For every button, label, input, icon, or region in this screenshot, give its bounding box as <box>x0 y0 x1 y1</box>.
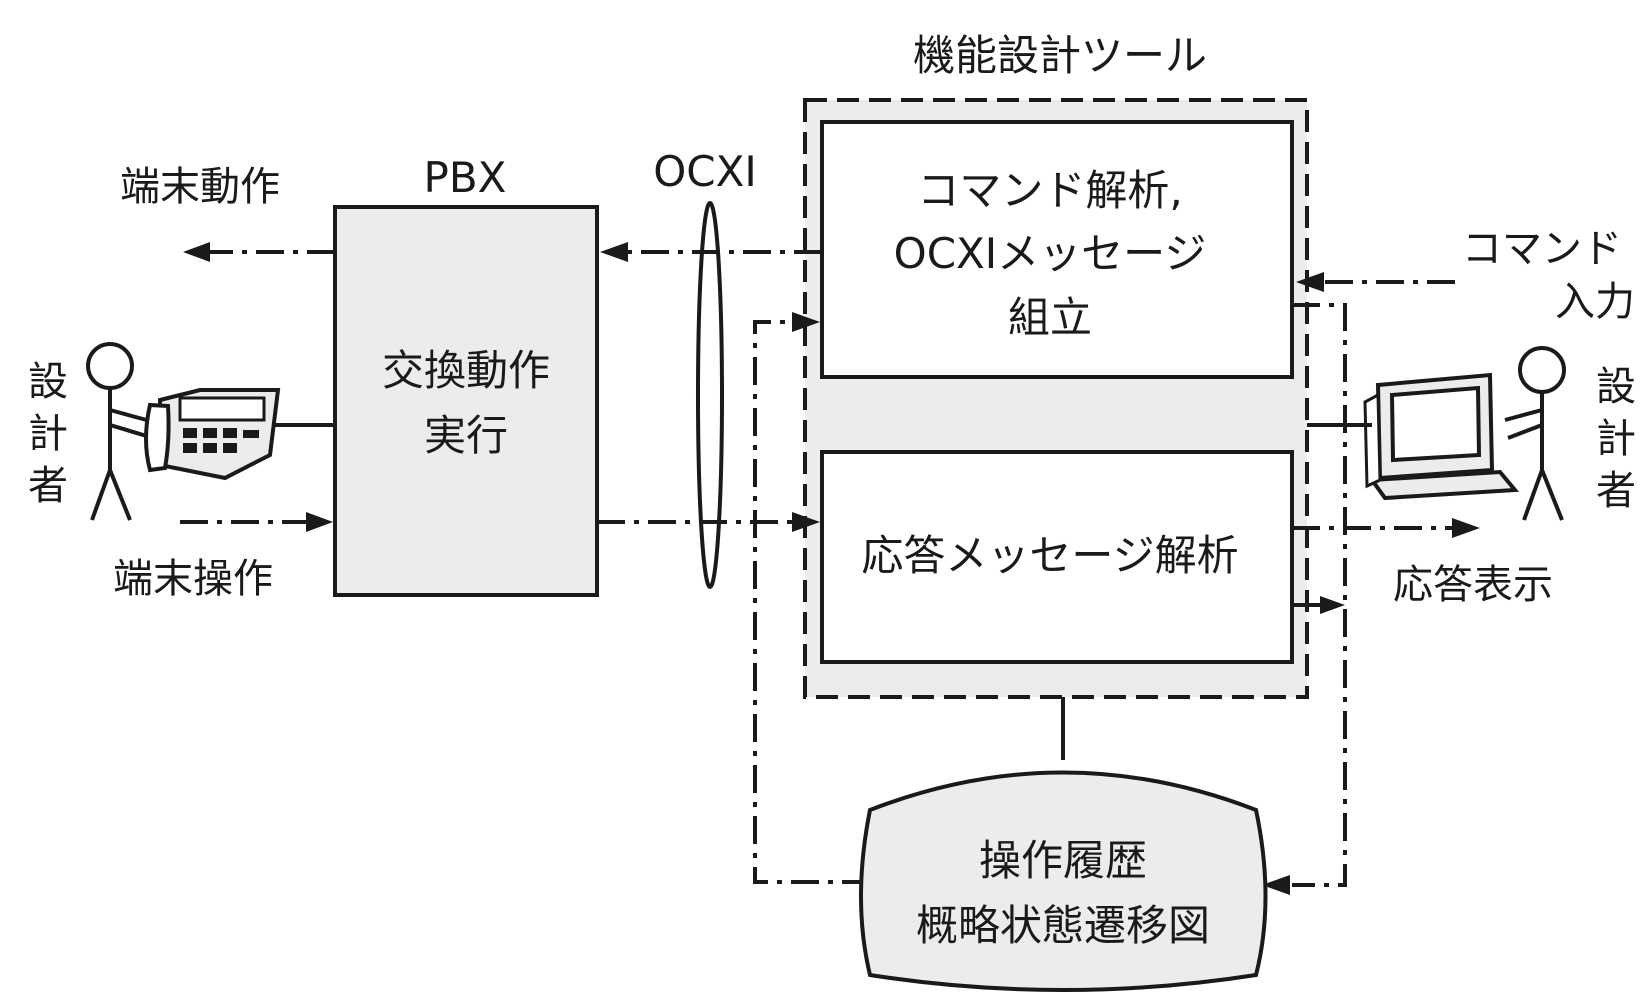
pbx-box <box>333 205 599 597</box>
command-box-line1: コマンド解析, <box>917 166 1182 215</box>
pbx-body-line2: 実行 <box>424 411 508 460</box>
tool-title: 機能設計ツール <box>913 31 1207 80</box>
command-to-history-loop <box>1292 303 1347 887</box>
command-to-pbx-arrowhead <box>600 242 628 262</box>
designer-left-char3: 者 <box>28 463 68 509</box>
command-box <box>820 120 1294 379</box>
command-input-arrowhead <box>1296 272 1324 292</box>
designer-left-char1: 設 <box>28 359 68 405</box>
response-display-arrowhead <box>1452 518 1480 538</box>
terminal-operation-arrowhead <box>306 512 333 532</box>
designer-right-char1: 設 <box>1596 364 1636 410</box>
command-to-history-arrowhead <box>1262 875 1290 895</box>
terminal-action-label: 端末動作 <box>120 164 280 210</box>
response-box-text: 応答メッセージ解析 <box>861 531 1238 580</box>
response-display-label: 応答表示 <box>1393 562 1553 608</box>
designer-right-figure <box>1504 346 1566 521</box>
ocxi-interface-ellipse <box>696 201 724 589</box>
command-box-line2: OCXIメッセージ <box>894 229 1207 278</box>
command-input-line2: 入力 <box>1555 279 1635 325</box>
command-input-line1: コマンド <box>1462 226 1622 272</box>
ocxi-label: OCXI <box>653 147 757 196</box>
terminal-operation-label: 端末操作 <box>113 556 273 602</box>
pbx-to-response-arrowhead <box>792 512 820 532</box>
pbx-body-line1: 交換動作 <box>382 346 550 395</box>
designer-left-char2: 計 <box>28 411 68 457</box>
pbx-title: PBX <box>424 153 507 202</box>
history-line2: 概略状態遷移図 <box>916 901 1210 950</box>
command-box-line3: 組立 <box>1008 293 1092 342</box>
history-database <box>859 770 1268 992</box>
response-to-loop-arrowhead <box>1320 596 1345 614</box>
computer-icon <box>1363 372 1520 501</box>
history-to-command-arrowhead <box>792 312 820 332</box>
terminal-action-arrowhead <box>183 242 210 262</box>
designer-right-char3: 者 <box>1596 468 1636 514</box>
response-box <box>820 450 1294 664</box>
designer-left-figure <box>86 342 166 521</box>
designer-right-char2: 計 <box>1596 416 1636 462</box>
history-to-command-loop <box>753 320 870 884</box>
history-line1: 操作履歴 <box>979 836 1147 885</box>
telephone-icon <box>144 388 281 481</box>
